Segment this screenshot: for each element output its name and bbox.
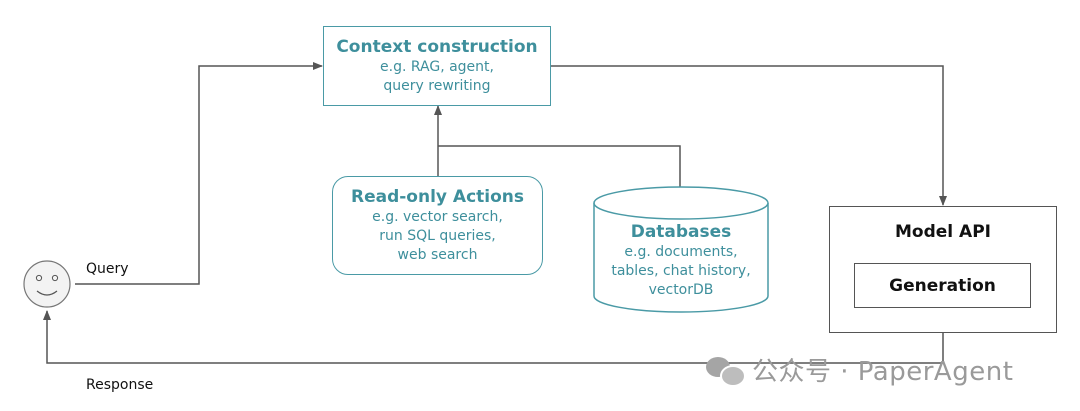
- read-only-actions-line-1: e.g. vector search,: [372, 208, 503, 225]
- databases-line-1: e.g. documents,: [624, 244, 738, 260]
- read-only-actions-line-3: web search: [397, 246, 478, 263]
- context-to-model-arrow: [551, 65, 947, 206]
- generation-label: Generation: [889, 275, 996, 296]
- context-construction-line-1: e.g. RAG, agent,: [380, 58, 494, 75]
- databases-title: Databases: [630, 222, 732, 242]
- databases-line-3: vectorDB: [648, 282, 714, 298]
- response-label: Response: [86, 377, 154, 393]
- context-construction-title: Context construction: [336, 36, 538, 57]
- response-arrow: [43, 310, 944, 364]
- databases-text: Databases e.g. documents, tables, chat h…: [594, 215, 768, 307]
- context-construction-box: Context construction e.g. RAG, agent, qu…: [323, 26, 551, 106]
- databases-to-context-line: [438, 145, 681, 188]
- read-only-actions-box: Read-only Actions e.g. vector search, ru…: [332, 176, 543, 275]
- context-construction-line-2: query rewriting: [383, 77, 491, 94]
- query-arrow: [75, 62, 323, 285]
- read-only-actions-line-2: run SQL queries,: [379, 227, 496, 244]
- databases-cylinder: [593, 186, 769, 313]
- watermark: 公众号 · PaperAgent: [706, 351, 1013, 388]
- watermark-text: 公众号 · PaperAgent: [752, 357, 1014, 387]
- read-only-actions-title: Read-only Actions: [350, 186, 524, 207]
- databases-line-2: tables, chat history,: [611, 263, 751, 279]
- user-smiley-icon: [23, 260, 71, 308]
- query-label: Query: [86, 261, 129, 277]
- wechat-icon: [706, 355, 746, 387]
- generation-box: Generation: [854, 263, 1031, 308]
- model-api-title: Model API: [895, 222, 991, 242]
